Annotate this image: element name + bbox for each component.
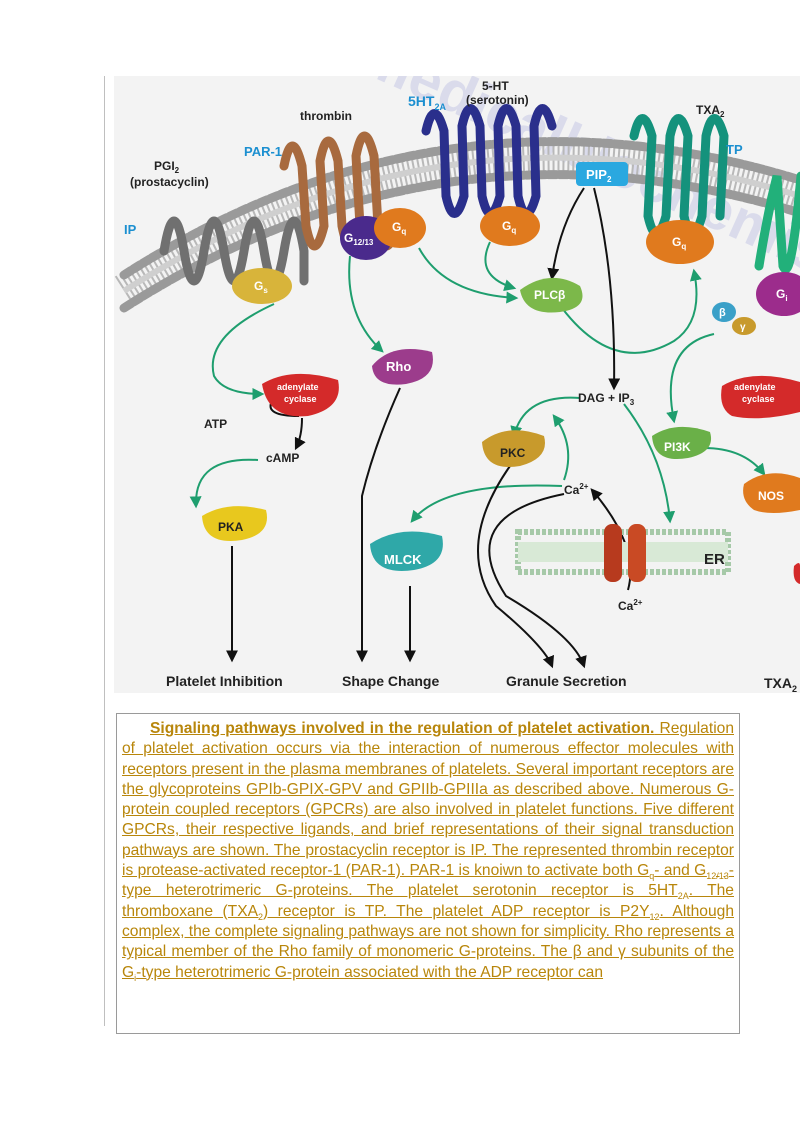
er-membrane (515, 529, 731, 575)
ca-label-lower: Ca2+ (618, 598, 643, 613)
arrow-ca-to-mlck (410, 484, 563, 523)
rho-label: Rho (386, 359, 411, 374)
cyclase-label-right: cyclase (742, 394, 775, 404)
serotonin-5ht-label: 5-HT (482, 79, 509, 93)
prostacyclin-label: (prostacyclin) (130, 175, 209, 189)
caption-sub-q: q (649, 871, 655, 882)
arrow-bg-to-pi3k (666, 333, 715, 424)
adenylate-cyclase-left (262, 373, 339, 417)
caption-text-3: -type heterotrimeric G-proteins. The pla… (122, 862, 734, 900)
caption-sub-12: 12 (649, 911, 660, 922)
adp-receptor-helices (754, 171, 800, 274)
arrow-gs-to-adenylate (211, 303, 275, 400)
mlck-kinase (370, 531, 443, 571)
arrow-rho-to-shape (356, 387, 401, 663)
figure-caption-box: Signaling pathways involved in the regul… (116, 713, 740, 1034)
pgi2-label: PGI2 (154, 159, 180, 175)
arrow-ca-to-pkc (552, 414, 570, 481)
plc-beta-label: PLCβ (534, 288, 565, 302)
gs-label: Gs (254, 279, 268, 295)
caption-text-4: . The thromboxane (TXA (122, 882, 734, 920)
adenylate-label-left: adenylate (277, 382, 319, 392)
arrow-dag-to-pkc (510, 396, 581, 439)
arrow-ip3-to-er (623, 403, 676, 524)
par1-receptor-helices (279, 131, 401, 251)
tp-receptor-helices (629, 114, 729, 238)
nos-label: NOS (758, 489, 784, 503)
gq-protein-par1 (374, 208, 426, 248)
caption-text-6: . Although complex, the complete signali… (122, 902, 734, 981)
rho-protein (372, 349, 433, 385)
caption-text-2: - and G (654, 862, 707, 880)
tp-label: TP (726, 142, 743, 157)
pip2-label: PIP2 (586, 167, 612, 184)
serotonin-label: (serotonin) (466, 93, 529, 107)
gq-label-5ht2a: Gq (502, 219, 516, 235)
gs-protein (232, 268, 292, 304)
caption-sub-1213: 12/13 (706, 871, 729, 882)
figure-caption: Signaling pathways involved in the regul… (122, 719, 734, 983)
gi-label: Gi (776, 287, 788, 303)
beta-label: β (719, 307, 726, 319)
beta-subunit (712, 302, 736, 322)
adenylate-label-right: adenylate (734, 382, 776, 392)
mlck-label: MLCK (384, 552, 422, 567)
arrow-gq2-to-plc (484, 241, 517, 291)
gq-label-par1: Gq (392, 220, 406, 236)
pi3k-kinase (652, 426, 712, 460)
arrow-pkc-to-secretion (477, 465, 554, 669)
caption-title: Signaling pathways involved in the regul… (150, 720, 655, 737)
plc-beta-enzyme (520, 277, 583, 313)
pi3k-label: PI3K (664, 440, 691, 454)
pip2-box (576, 162, 628, 186)
arrow-pi3k-to-nos (703, 447, 766, 476)
arrow-pip2-to-dag (593, 187, 621, 391)
txa2-output-label: TXA2 (764, 675, 797, 693)
txa2-ligand-label: TXA2 (696, 103, 725, 119)
gq-protein-tp (646, 220, 714, 264)
arrow-pip2-to-plc (547, 187, 585, 281)
er-label: ER (704, 551, 725, 568)
adenylate-cyclase-right (721, 375, 800, 419)
dag-ip3-label: DAG + IP3 (578, 391, 635, 407)
ip-label: IP (124, 222, 137, 237)
caption-sub-2a: 2A (677, 891, 689, 902)
ca-label-upper: Ca2+ (564, 482, 589, 497)
gamma-label: γ (740, 322, 746, 333)
pka-label: PKA (218, 520, 244, 534)
caption-sub-i: i (134, 972, 137, 983)
ht2a-label: 5HT2A (408, 93, 446, 112)
gi-protein (756, 272, 800, 316)
nos-enzyme (743, 473, 800, 513)
ip3-receptor-channel (604, 524, 646, 582)
caption-text-1: Regulation of platelet activation occurs… (122, 720, 734, 880)
caption-sub-2: 2 (258, 911, 264, 922)
arrow-gq1-to-plc (418, 247, 519, 304)
gq-label-tp: Gq (672, 235, 686, 251)
arrow-plc-to-gq3 (561, 268, 702, 354)
platelet-signaling-figure: themedicalbiochemistrypage (114, 76, 800, 693)
page-margin-rule (104, 76, 105, 1026)
g1213-label: G12/13 (344, 231, 374, 247)
thrombin-label: thrombin (300, 109, 352, 123)
granule-secretion-label: Granule Secretion (506, 673, 627, 689)
caption-text-5: ) receptor is TP. The platelet ADP recep… (263, 902, 650, 920)
pka-kinase (202, 506, 267, 541)
arrow-ca-to-secretion (488, 493, 587, 669)
arrow-camp-to-pka (189, 458, 259, 509)
camp-label: cAMP (266, 451, 299, 465)
par1-label: PAR-1 (244, 144, 282, 159)
gq-protein-5ht2a (480, 206, 540, 246)
partial-red-shape (793, 563, 800, 584)
pkc-kinase (482, 430, 545, 467)
caption-text-7: -type heterotrimeric G-protein associate… (136, 963, 604, 981)
arrow-g1213-to-rho (348, 255, 384, 353)
atp-label: ATP (204, 417, 227, 431)
shape-change-label: Shape Change (342, 673, 439, 689)
platelet-inhibition-label: Platelet Inhibition (166, 673, 283, 689)
cyclase-label-left: cyclase (284, 394, 317, 404)
gamma-subunit (732, 317, 756, 335)
pkc-label: PKC (500, 446, 526, 460)
